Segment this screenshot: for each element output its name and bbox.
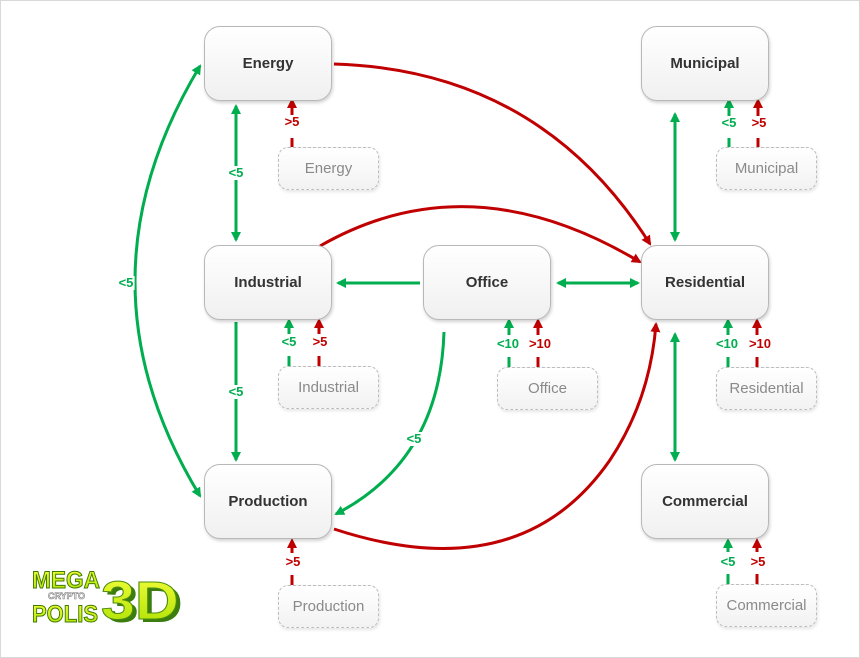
edge-energy-residential [333, 62, 652, 246]
source-label: Residential [729, 380, 804, 397]
source-label: Commercial [726, 597, 807, 614]
source-label: Municipal [734, 160, 799, 177]
logo-mega: MEGA [32, 567, 100, 594]
node-label: Office [465, 274, 509, 291]
label-energy-production: <5 [117, 275, 135, 290]
logo-3d: 3D [101, 571, 179, 631]
node-label: Production [228, 493, 308, 510]
node-municipal[interactable]: Municipal [641, 26, 769, 101]
source-label: Office [528, 380, 567, 397]
node-office[interactable]: Office [423, 245, 551, 320]
label-commercial-src-green: <5 [719, 554, 737, 569]
node-label: Commercial [662, 493, 748, 510]
source-municipal[interactable]: Municipal [716, 147, 817, 190]
source-office[interactable]: Office [497, 367, 598, 410]
node-residential[interactable]: Residential [641, 245, 769, 320]
label-industrial-production: <5 [227, 384, 245, 399]
label-office-production: <5 [405, 431, 423, 446]
label-industrial-src-red: >5 [311, 334, 329, 349]
node-label: Municipal [670, 55, 740, 72]
label-office-src-red: >10 [527, 336, 553, 351]
node-commercial[interactable]: Commercial [641, 464, 769, 539]
edge-office-production [334, 331, 446, 516]
node-industrial[interactable]: Industrial [204, 245, 332, 320]
source-residential[interactable]: Residential [716, 367, 817, 410]
label-energy-src-red: >5 [283, 114, 301, 129]
node-label: Residential [664, 274, 746, 291]
source-industrial[interactable]: Industrial [278, 366, 379, 409]
source-energy[interactable]: Energy [278, 147, 379, 190]
label-industrial-src-green: <5 [280, 334, 298, 349]
label-commercial-src-red: >5 [749, 554, 767, 569]
edge-production-residential [333, 322, 661, 550]
edge-energy-production [133, 64, 202, 498]
source-label: Production [292, 598, 365, 615]
node-production[interactable]: Production [204, 464, 332, 539]
logo-polis: POLIS [32, 601, 98, 628]
label-residential-src-green: <10 [714, 336, 740, 351]
label-municipal-src-green: <5 [720, 115, 738, 130]
source-production[interactable]: Production [278, 585, 379, 628]
label-energy-industrial: <5 [227, 165, 245, 180]
logo-crypto: CRYPTO [48, 591, 85, 601]
source-commercial[interactable]: Commercial [716, 584, 817, 627]
node-energy[interactable]: Energy [204, 26, 332, 101]
label-municipal-src-red: >5 [750, 115, 768, 130]
node-label: Industrial [234, 274, 302, 291]
label-office-src-green: <10 [495, 336, 521, 351]
source-label: Industrial [298, 379, 359, 396]
label-residential-src-red: >10 [747, 336, 773, 351]
label-production-src-red: >5 [284, 554, 302, 569]
logo-3d-shadow: 3D [105, 574, 183, 634]
edge-industrial-residential [319, 205, 642, 264]
node-label: Energy [242, 55, 294, 72]
source-label: Energy [304, 160, 353, 177]
megapolis-logo: MEGA CRYPTO POLIS 3D 3D [32, 567, 184, 635]
